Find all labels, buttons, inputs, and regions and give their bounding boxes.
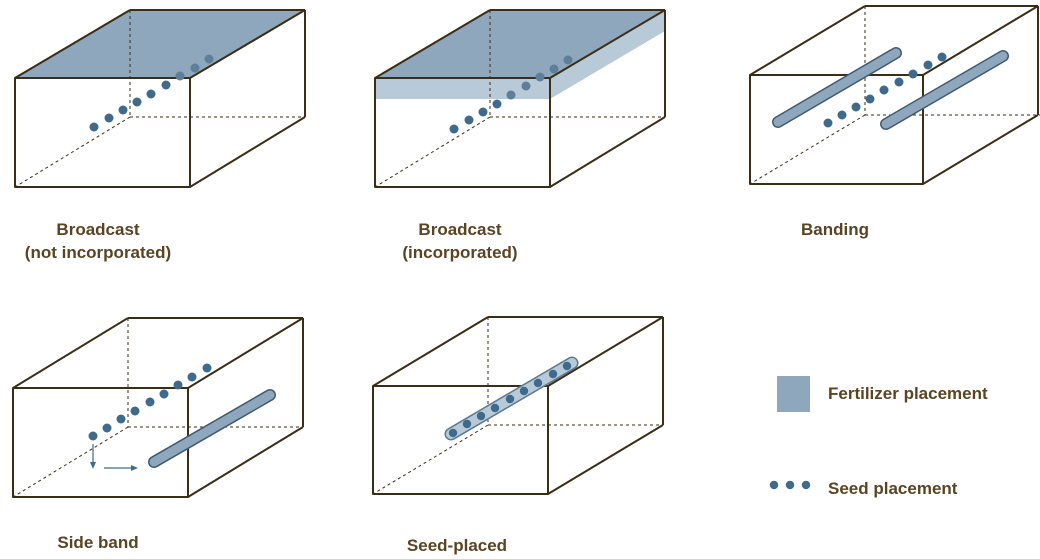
- seed-row: [448, 361, 572, 438]
- caption-line: Banding: [801, 220, 869, 239]
- caption-line: (not incorporated): [24, 243, 172, 262]
- seed-row: [88, 363, 212, 441]
- incorporated-layer-top: [375, 10, 665, 78]
- seed-row: [89, 54, 214, 132]
- caption-side-band: Side band: [0, 531, 196, 554]
- caption-line: Seed-placed: [406, 536, 508, 555]
- legend-seed-label: Seed placement: [828, 479, 958, 498]
- box-outline: [749, 5, 1039, 185]
- caption-line: Broadcast: [418, 220, 502, 239]
- panel-banding: [749, 5, 1040, 185]
- legend: [769, 376, 811, 490]
- hidden-edges: [749, 6, 1040, 185]
- panel-side-band: [12, 317, 304, 498]
- legend-fertilizer-swatch: [777, 376, 810, 412]
- legend-fertilizer-label: Fertilizer placement: [828, 384, 988, 403]
- caption-line: Side band: [57, 533, 139, 552]
- hidden-edges: [374, 10, 665, 188]
- panel-broadcast-not-incorporated: [14, 9, 306, 188]
- hidden-edges: [12, 318, 303, 498]
- seed-row: [823, 52, 947, 128]
- caption-broadcast-incorporated: Broadcast (incorporated): [360, 218, 560, 264]
- panel-broadcast-incorporated: [374, 9, 666, 188]
- caption-line: (incorporated): [402, 243, 518, 262]
- box-outline: [372, 316, 664, 495]
- broadcast-surface-layer: [15, 10, 305, 78]
- panel-seed-placed: [372, 316, 664, 495]
- box-outline: [374, 9, 666, 188]
- fertilizer-side-band: [148, 389, 276, 468]
- fertilizer-band-left: [772, 47, 902, 128]
- offset-arrows: [90, 444, 138, 471]
- caption-banding: Banding: [735, 218, 935, 241]
- fertilizer-band-right: [880, 50, 1009, 130]
- legend-seed-dots: [769, 480, 811, 490]
- hidden-edges: [14, 10, 305, 188]
- incorporated-layer-side: [550, 10, 665, 99]
- caption-seed-placed: Seed-placed: [357, 534, 557, 557]
- caption-line: Broadcast: [56, 220, 140, 239]
- seed-row: [449, 55, 573, 134]
- box-outline: [14, 9, 306, 188]
- caption-broadcast-not-incorporated: Broadcast (not incorporated): [0, 218, 196, 264]
- incorporated-layer-front: [375, 78, 550, 99]
